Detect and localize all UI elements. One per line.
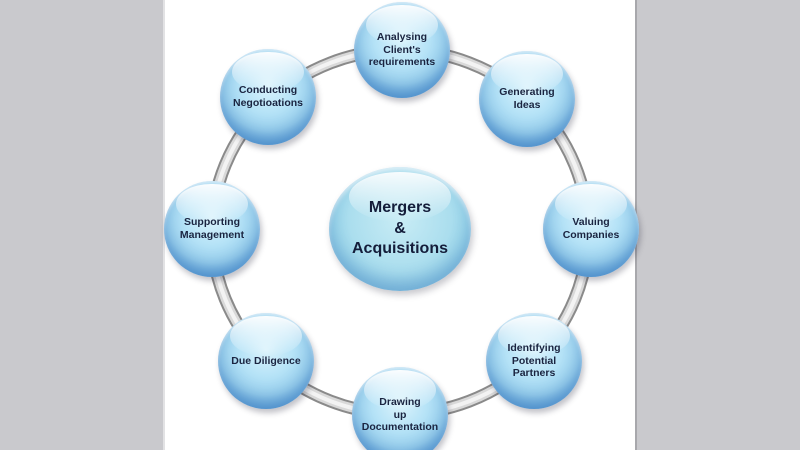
node-mergers-acquisitions: Mergers & Acquisitions [329, 167, 471, 291]
node-generating-ideas: Generating Ideas [479, 51, 575, 147]
node-label: Valuing Companies [562, 216, 620, 241]
node-label: Due Diligence [231, 354, 301, 367]
node-label: Conducting Negotioations [233, 84, 303, 109]
node-supporting-management: Supporting Management [164, 181, 260, 277]
node-label: Analysing Client's requirements [368, 31, 436, 69]
node-label: Supporting Management [179, 216, 245, 241]
node-label: Drawing up Documentation [361, 396, 439, 434]
node-label: Generating Ideas [499, 86, 555, 111]
center-node-label: Mergers & Acquisitions [351, 198, 448, 258]
node-label: Identifying Potential Partners [507, 342, 561, 380]
node-identifying-potential-partners: Identifying Potential Partners [486, 313, 582, 409]
node-drawing-up-documentation: Drawing up Documentation [352, 367, 448, 450]
node-conducting-negotioations: Conducting Negotioations [220, 49, 316, 145]
node-due-diligence: Due Diligence [218, 313, 314, 409]
node-valuing-companies: Valuing Companies [543, 181, 639, 277]
node-analysing-clients-requirements: Analysing Client's requirements [354, 2, 450, 98]
